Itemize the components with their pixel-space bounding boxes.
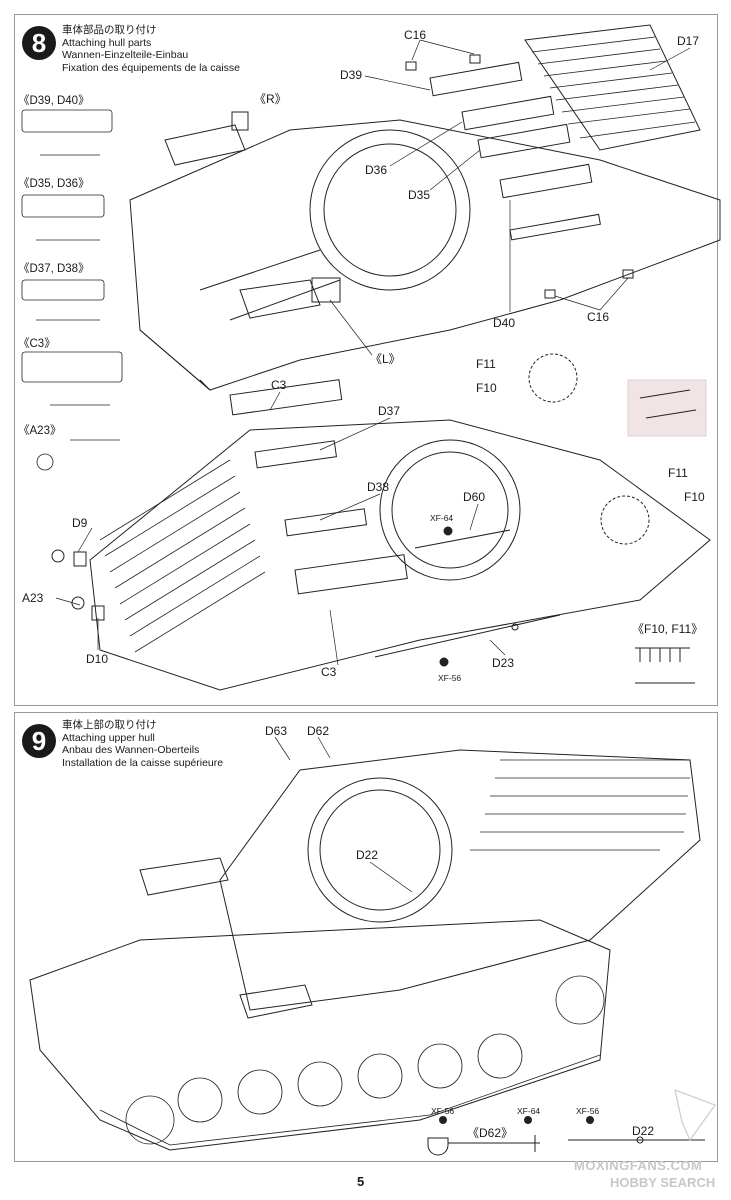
step-9-title-fr: Installation de la caisse supérieure [62,756,224,769]
step-8-number: 8 [22,26,56,60]
label-d63: D63 [265,724,288,738]
step-9-title-en: Attaching upper hull [62,731,155,744]
label-r: 《R》 [254,92,287,106]
label-xf56-step9-a: XF-56 [431,1106,455,1116]
leader-lines-step8 [55,39,691,666]
upper-hull-step9 [219,749,701,1011]
label-f11-top: F11 [476,357,496,371]
xf64-drop-step8 [443,526,453,536]
label-f11-mid: F11 [668,466,688,480]
step-9-title: 車体上部の取り付け Attaching upper hull Anbau des… [62,719,223,769]
xf56-drop-step8 [439,657,449,667]
label-d62: D62 [307,724,330,738]
label-d9: D9 [72,516,88,530]
label-f10-mid: F10 [684,490,705,504]
label-a23: A23 [22,591,44,605]
f10-f11-callouts [528,353,707,684]
label-xf56-step8: XF-56 [438,673,462,683]
d60-rod [414,529,511,549]
watermark-logo-icon [674,1088,717,1142]
watermark-moxingfans: MOXINGFANS.COM [574,1158,703,1173]
engine-deck-drawing [89,379,711,691]
side-label-c3: 《C3》 [18,338,56,350]
step-8-title: 車体部品の取り付け Attaching hull parts Wannen-Ei… [62,24,240,74]
turret-ring-step9 [307,777,453,923]
d62-shovel-detail [427,1135,540,1156]
upper-hull-top-drawing [129,119,721,391]
label-d10: D10 [86,652,109,666]
a23-d9-d10-parts [51,549,105,621]
side-part-sketches [21,109,123,471]
leader-lines-step9 [274,736,413,893]
top-hatches [429,61,601,241]
step-9-title-ja: 車体上部の取り付け [62,719,157,731]
d22-rod-detail [568,1136,705,1144]
step-9-panel [14,712,718,1162]
label-xf64-step9: XF-64 [517,1106,541,1116]
turret-ring-lower [379,439,521,581]
step-8-title-de: Wannen-Einzelteile-Einbau [62,49,189,61]
xf-drops-step9 [439,1116,594,1124]
label-c16-top: C16 [404,28,427,42]
spare-track-step9 [139,857,313,1019]
label-xf56-step9-b: XF-56 [576,1106,600,1116]
step-9-number: 9 [22,724,56,758]
label-c3-bottom: C3 [321,665,337,679]
page-number: 5 [357,1174,365,1189]
lower-hull-tracks [29,919,611,1151]
label-d22-detail: D22 [632,1124,655,1138]
watermark-hobby-search: HOBBY SEARCH [610,1175,716,1190]
step-8-title-fr: Fixation des équipements de la caisse [62,61,241,74]
label-d23: D23 [492,656,515,670]
label-xf64-step8: XF-64 [430,513,454,523]
step-9-title-de: Anbau des Wannen-Oberteils [62,744,200,756]
label-d35: D35 [408,188,431,202]
label-d17: D17 [677,34,700,48]
step-8-title-ja: 車体部品の取り付け [62,24,157,36]
d17-grille [524,24,701,151]
label-d22: D22 [356,848,379,862]
label-f10-f11-detail: 《F10, F11》 [632,622,704,636]
label-c16-bottom: C16 [587,310,610,324]
step-8-panel [14,14,718,706]
turret-ring-top [309,129,471,291]
label-d37: D37 [378,404,401,418]
label-d39: D39 [340,68,363,82]
side-label-d37-d38: 《D37, D38》 [18,263,90,275]
spare-track-l [239,277,341,319]
side-label-a23: 《A23》 [18,425,62,437]
label-d62-detail: 《D62》 [467,1126,514,1140]
spare-track-r [164,111,249,166]
label-d60: D60 [463,490,486,504]
label-d40: D40 [493,316,516,330]
label-l: 《L》 [370,352,401,366]
side-label-d39-d40: 《D39, D40》 [18,95,90,107]
side-label-d35-d36: 《D35, D36》 [18,178,90,190]
label-f10-top: F10 [476,381,497,395]
d23-rod [374,614,561,658]
label-d36: D36 [365,163,388,177]
step-8-title-en: Attaching hull parts [62,36,152,49]
label-d38: D38 [367,480,390,494]
